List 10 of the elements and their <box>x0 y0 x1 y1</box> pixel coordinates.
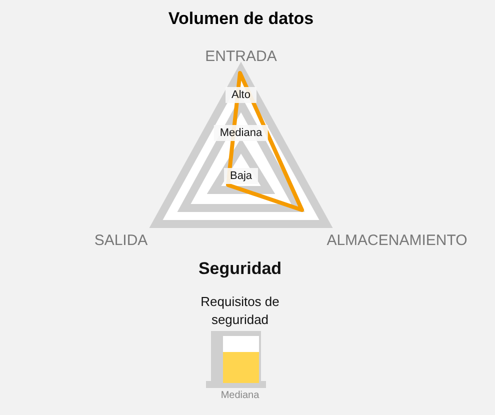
metric-label: Requisitos de seguridad <box>200 293 280 329</box>
level-label: Alto <box>226 87 256 103</box>
chart-title: Volumen de datos <box>168 9 314 29</box>
axis-label: SALIDA <box>94 232 148 249</box>
section-heading: Seguridad <box>198 259 282 279</box>
level-label: Mediana <box>214 125 268 141</box>
level-value: Mediana <box>220 390 260 401</box>
level-label: Baja <box>224 168 258 184</box>
axis-label: ENTRADA <box>205 48 277 65</box>
axis-label: ALMACENAMIENTO <box>326 232 468 249</box>
